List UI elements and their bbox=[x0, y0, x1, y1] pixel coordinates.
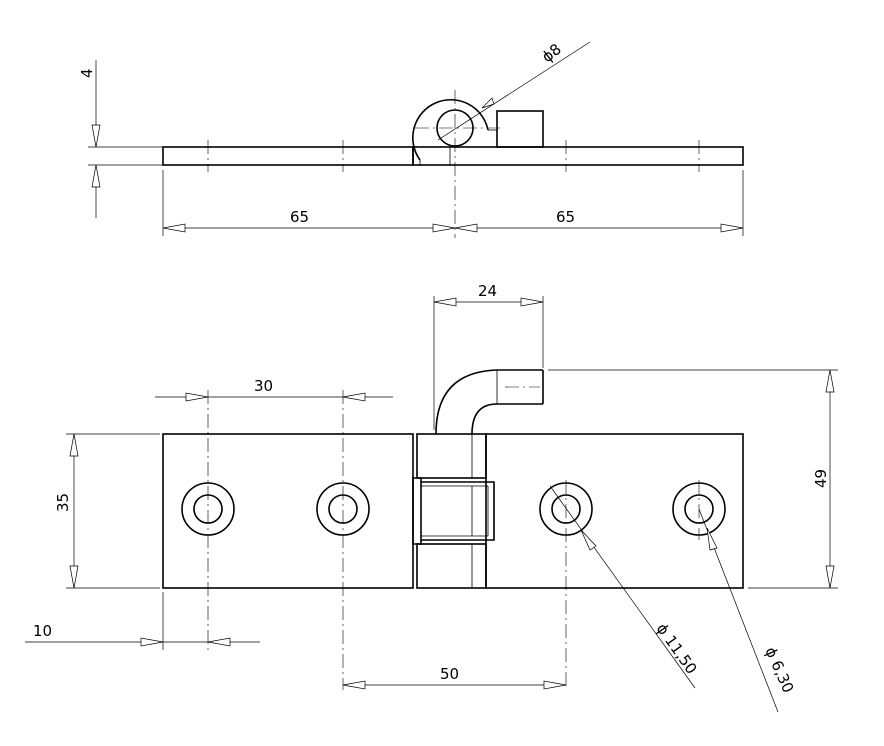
left-plate-side bbox=[162, 146, 414, 166]
center-distance-label: 50 bbox=[440, 665, 459, 683]
side-view: ϕ8 4 65 65 bbox=[78, 40, 744, 238]
right-leaf bbox=[485, 433, 744, 589]
pin-offset-label: 24 bbox=[478, 282, 497, 300]
bent-pin bbox=[435, 369, 544, 435]
left-leaf bbox=[162, 433, 414, 589]
counterbore-diameter-label: ϕ 11,50 bbox=[653, 620, 701, 678]
mounting-holes bbox=[181, 482, 726, 536]
left-leaf-length-label: 65 bbox=[290, 208, 309, 226]
hole-edge-distance-label: 10 bbox=[33, 622, 52, 640]
overall-height-label: 49 bbox=[812, 469, 830, 488]
right-plate-side bbox=[412, 146, 744, 166]
hole-diameter-label: ϕ 6,30 bbox=[761, 644, 797, 695]
hole-spacing-label: 30 bbox=[254, 377, 273, 395]
pin-stub-side bbox=[496, 110, 544, 148]
pin-diameter-label: ϕ8 bbox=[538, 40, 564, 66]
right-leaf-length-label: 65 bbox=[556, 208, 575, 226]
leaf-width-label: 35 bbox=[54, 493, 72, 512]
plan-view: 24 30 35 49 10 50 ϕ 11,50 bbox=[25, 282, 838, 713]
plate-thickness-label: 4 bbox=[78, 68, 96, 78]
knuckle-segments bbox=[412, 433, 495, 589]
